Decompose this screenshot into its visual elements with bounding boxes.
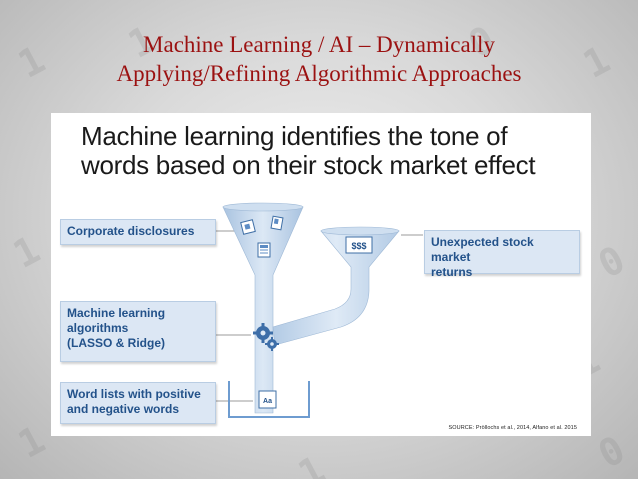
stock-returns-line-1: Unexpected stock market — [431, 235, 573, 265]
dollar-label: $$$ — [351, 241, 366, 251]
corporate-disclosures-box: Corporate disclosures — [60, 219, 216, 245]
background-digit: 0 — [591, 237, 632, 287]
background-digit: 1 — [291, 447, 332, 479]
machine-learning-line-2: algorithms — [67, 321, 209, 336]
machine-learning-line-3: (LASSO & Ridge) — [67, 336, 209, 351]
right-funnel-icon — [273, 231, 399, 345]
background-digit: 1 — [11, 417, 52, 467]
slide-title-line-2: Applying/Refining Algorithmic Approaches — [0, 59, 638, 88]
stock-returns-box: Unexpected stock market returns — [424, 230, 580, 274]
word-lists-line-1: Word lists with positive — [67, 387, 209, 402]
machine-learning-box: Machine learning algorithms (LASSO & Rid… — [60, 301, 216, 362]
left-funnel-rim — [223, 203, 303, 211]
word-lists-line-2: and negative words — [67, 402, 209, 417]
slide-title-line-1: Machine Learning / AI – Dynamically — [0, 30, 638, 59]
right-funnel-rim — [321, 227, 399, 235]
machine-learning-line-1: Machine learning — [67, 306, 209, 321]
diagram-panel: Machine learning identifies the tone of … — [51, 113, 591, 436]
stock-returns-line-2: returns — [431, 265, 573, 280]
corporate-disclosures-label: Corporate disclosures — [67, 224, 209, 239]
document-icon-3 — [258, 243, 270, 257]
background-digit: 0 — [591, 427, 632, 477]
background-digit: 1 — [6, 227, 47, 277]
left-funnel-icon — [223, 207, 303, 413]
source-note: SOURCE: Pröllochs et al., 2014, Alfano e… — [448, 425, 577, 431]
word-lists-box: Word lists with positive and negative wo… — [60, 382, 216, 424]
document-icon — [241, 220, 256, 235]
aa-label: Aa — [263, 398, 272, 405]
slide-title: Machine Learning / AI – Dynamically Appl… — [0, 30, 638, 88]
document-icon-2 — [271, 216, 283, 230]
